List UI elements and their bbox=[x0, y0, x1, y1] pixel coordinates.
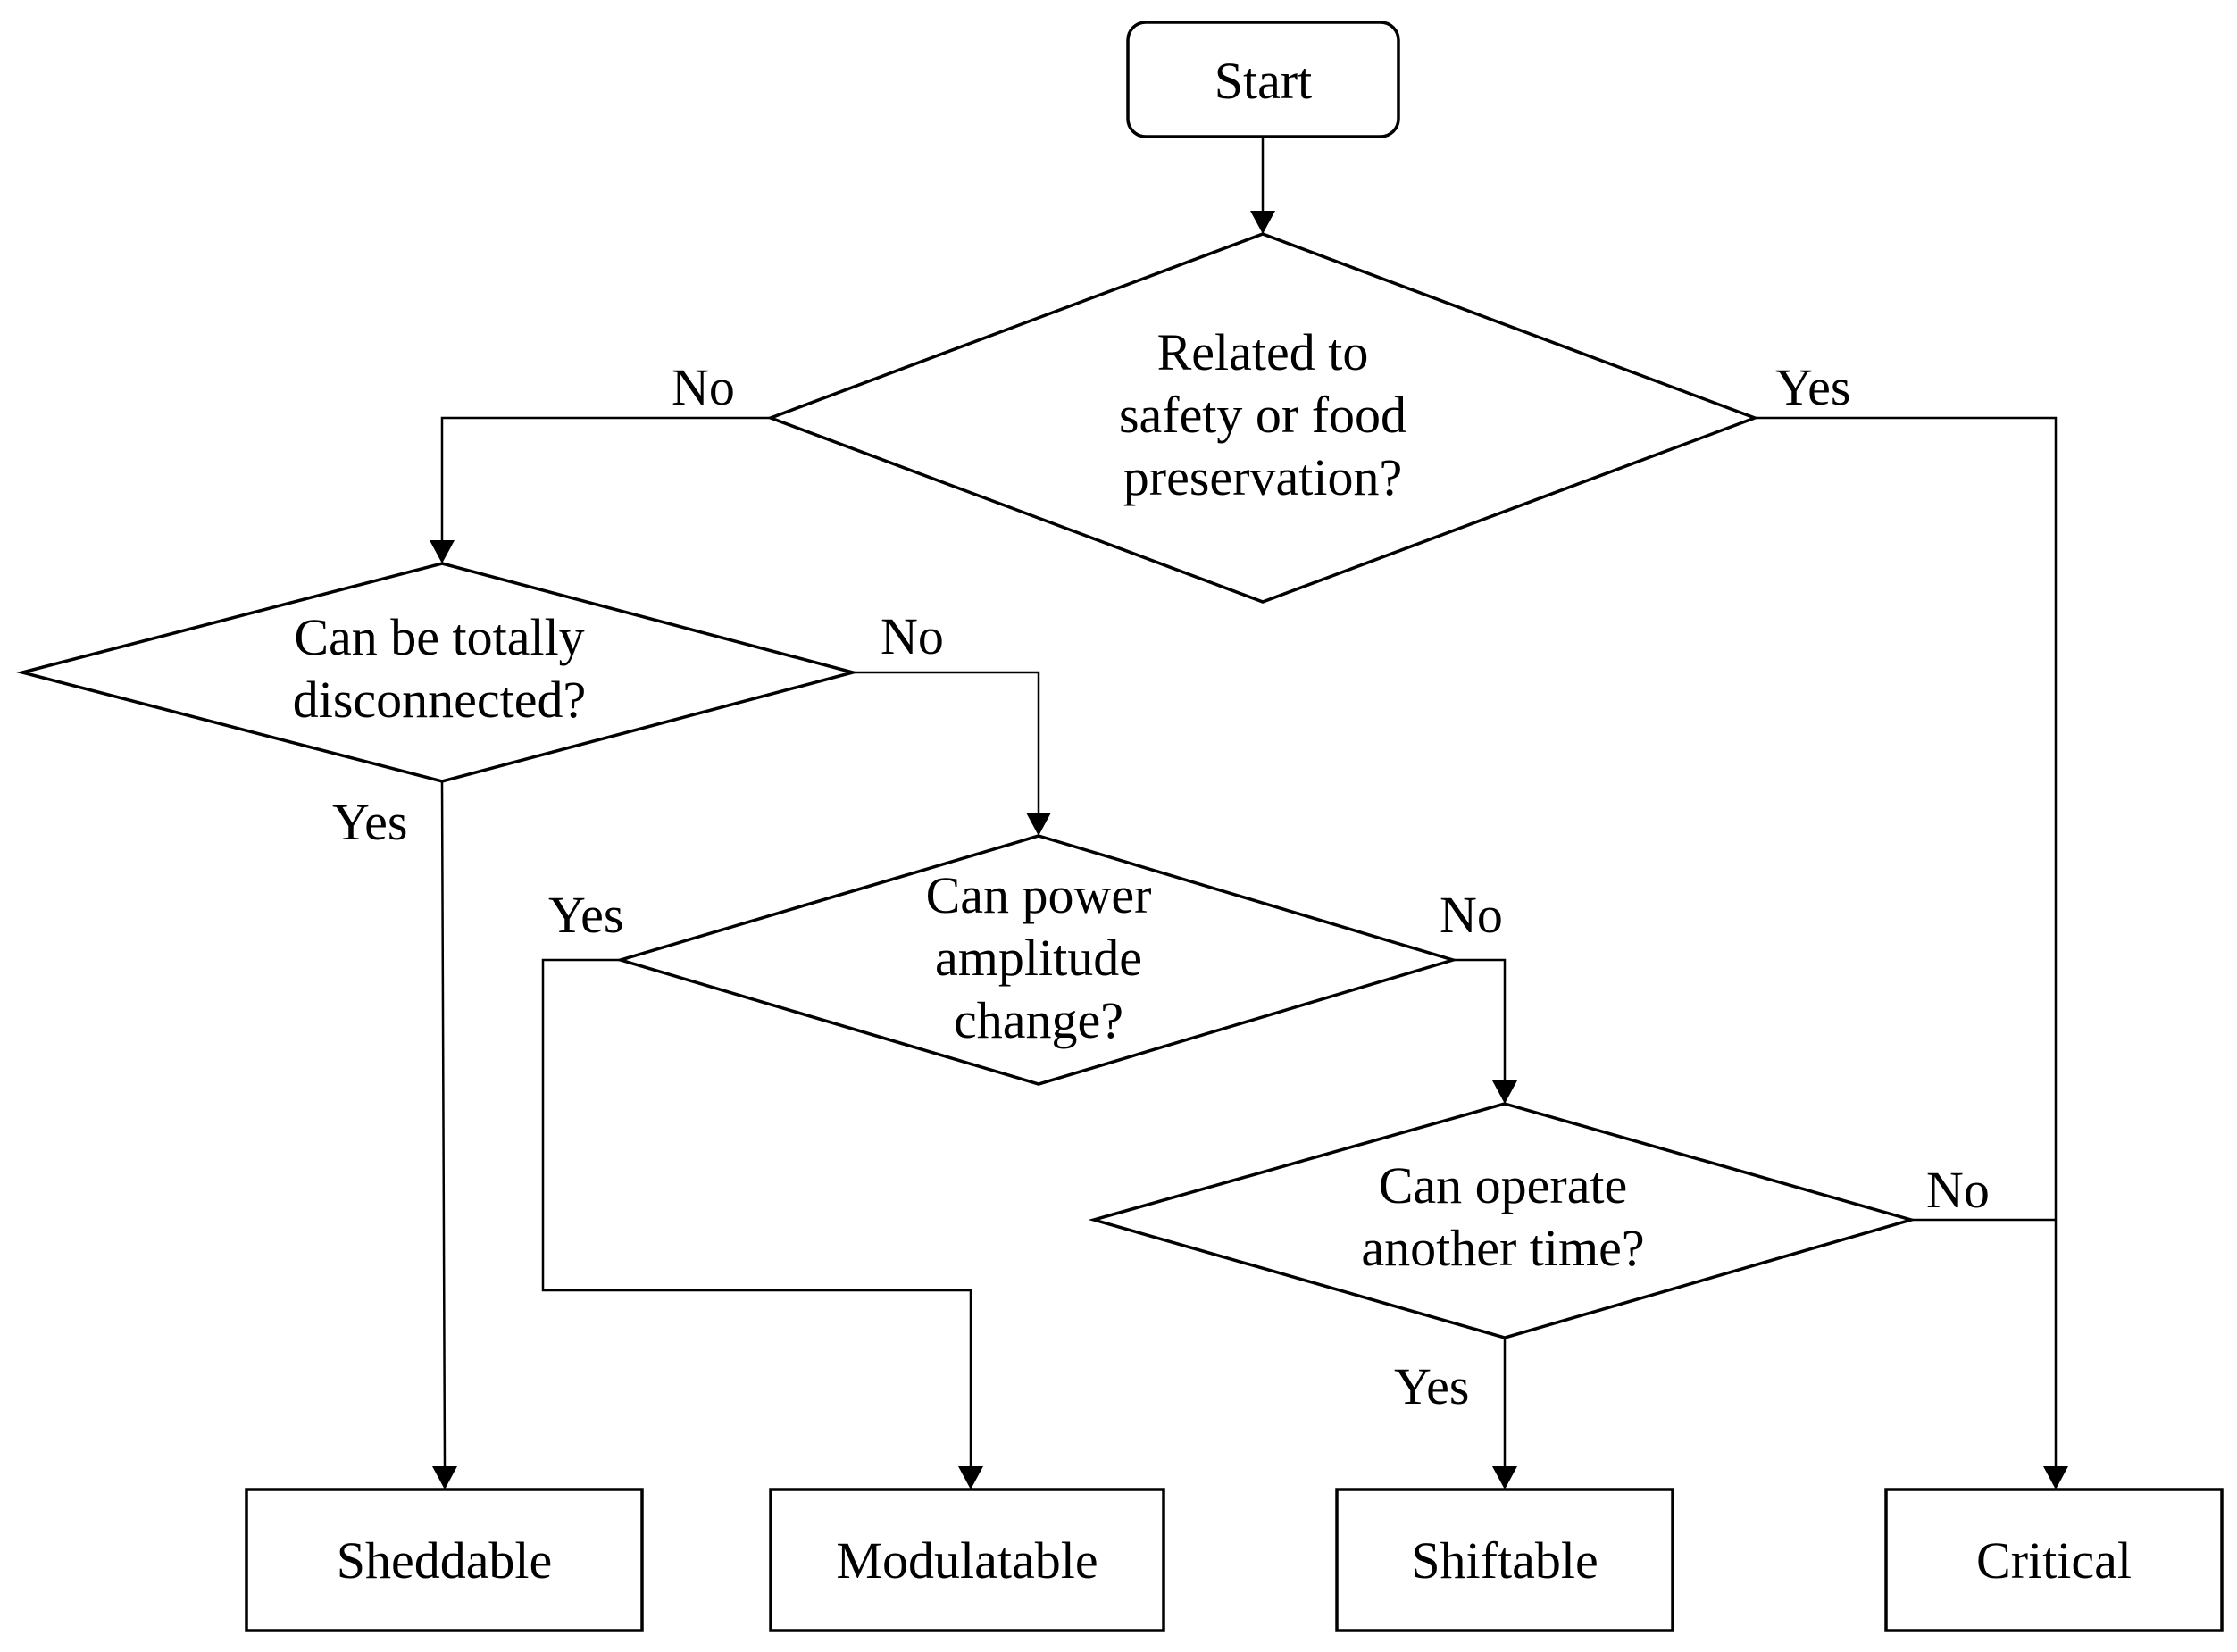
arrowhead-disconnect bbox=[430, 540, 455, 563]
start-label: Start bbox=[1214, 52, 1313, 110]
terminal-critical-label: Critical bbox=[1976, 1531, 2132, 1589]
arrowhead-shiftable bbox=[1492, 1466, 1517, 1489]
decision-time-line-2: another time? bbox=[1361, 1219, 1644, 1277]
edge-label-disconnect-yes: Yes bbox=[332, 793, 407, 851]
arrowhead-power bbox=[1026, 813, 1051, 836]
decision-safety-line-2: safety or food bbox=[1119, 386, 1406, 444]
connector-power-yes bbox=[541, 958, 972, 1466]
arrowhead-safety bbox=[1250, 211, 1275, 234]
decision-safety: Related to safety or food preservation? bbox=[766, 232, 1759, 604]
arrowhead-modulatable bbox=[958, 1466, 983, 1489]
connector-safety-no bbox=[440, 416, 771, 540]
decision-disconnect-line-2: disconnected? bbox=[293, 671, 587, 729]
terminal-shiftable-label: Shiftable bbox=[1411, 1531, 1598, 1589]
arrowhead-time bbox=[1492, 1080, 1517, 1104]
decision-power-line-2: amplitude bbox=[935, 929, 1142, 987]
terminal-shiftable: Shiftable bbox=[1335, 1488, 1674, 1632]
edge-label-power-yes: Yes bbox=[548, 886, 623, 944]
decision-time: Can operate another time? bbox=[1088, 1102, 1917, 1339]
terminal-critical: Critical bbox=[1884, 1488, 2224, 1632]
edge-label-power-no: No bbox=[1440, 886, 1503, 944]
decision-disconnect-line-1: Can be totally bbox=[294, 608, 584, 666]
terminal-sheddable-label: Sheddable bbox=[337, 1531, 553, 1589]
edge-label-disconnect-no: No bbox=[881, 607, 944, 665]
edge-label-time-no: No bbox=[1926, 1161, 1990, 1219]
decision-power-line-3: change? bbox=[954, 991, 1123, 1049]
decision-power: Can power amplitude change? bbox=[614, 834, 1459, 1086]
terminal-modulatable-label: Modulatable bbox=[836, 1531, 1098, 1589]
connector-disconnect-yes bbox=[440, 780, 447, 1467]
connector-safety-yes bbox=[1755, 416, 2058, 1466]
decision-power-line-1: Can power bbox=[926, 866, 1152, 924]
edge-label-safety-yes: Yes bbox=[1775, 358, 1850, 416]
start-node: Start bbox=[1126, 21, 1400, 138]
connector-disconnect-no bbox=[853, 671, 1040, 813]
decision-safety-line-1: Related to bbox=[1157, 323, 1369, 381]
terminal-sheddable: Sheddable bbox=[245, 1488, 644, 1632]
edge-label-safety-no: No bbox=[672, 358, 735, 416]
decision-time-line-1: Can operate bbox=[1379, 1156, 1628, 1214]
connector-power-no bbox=[1453, 958, 1507, 1080]
arrowhead-critical bbox=[2043, 1466, 2068, 1489]
decision-disconnect: Can be totally disconnected? bbox=[16, 562, 859, 783]
terminal-modulatable: Modulatable bbox=[769, 1488, 1165, 1632]
arrowhead-sheddable bbox=[432, 1466, 457, 1489]
decision-safety-line-3: preservation? bbox=[1123, 448, 1402, 506]
edge-label-time-yes: Yes bbox=[1394, 1357, 1469, 1415]
